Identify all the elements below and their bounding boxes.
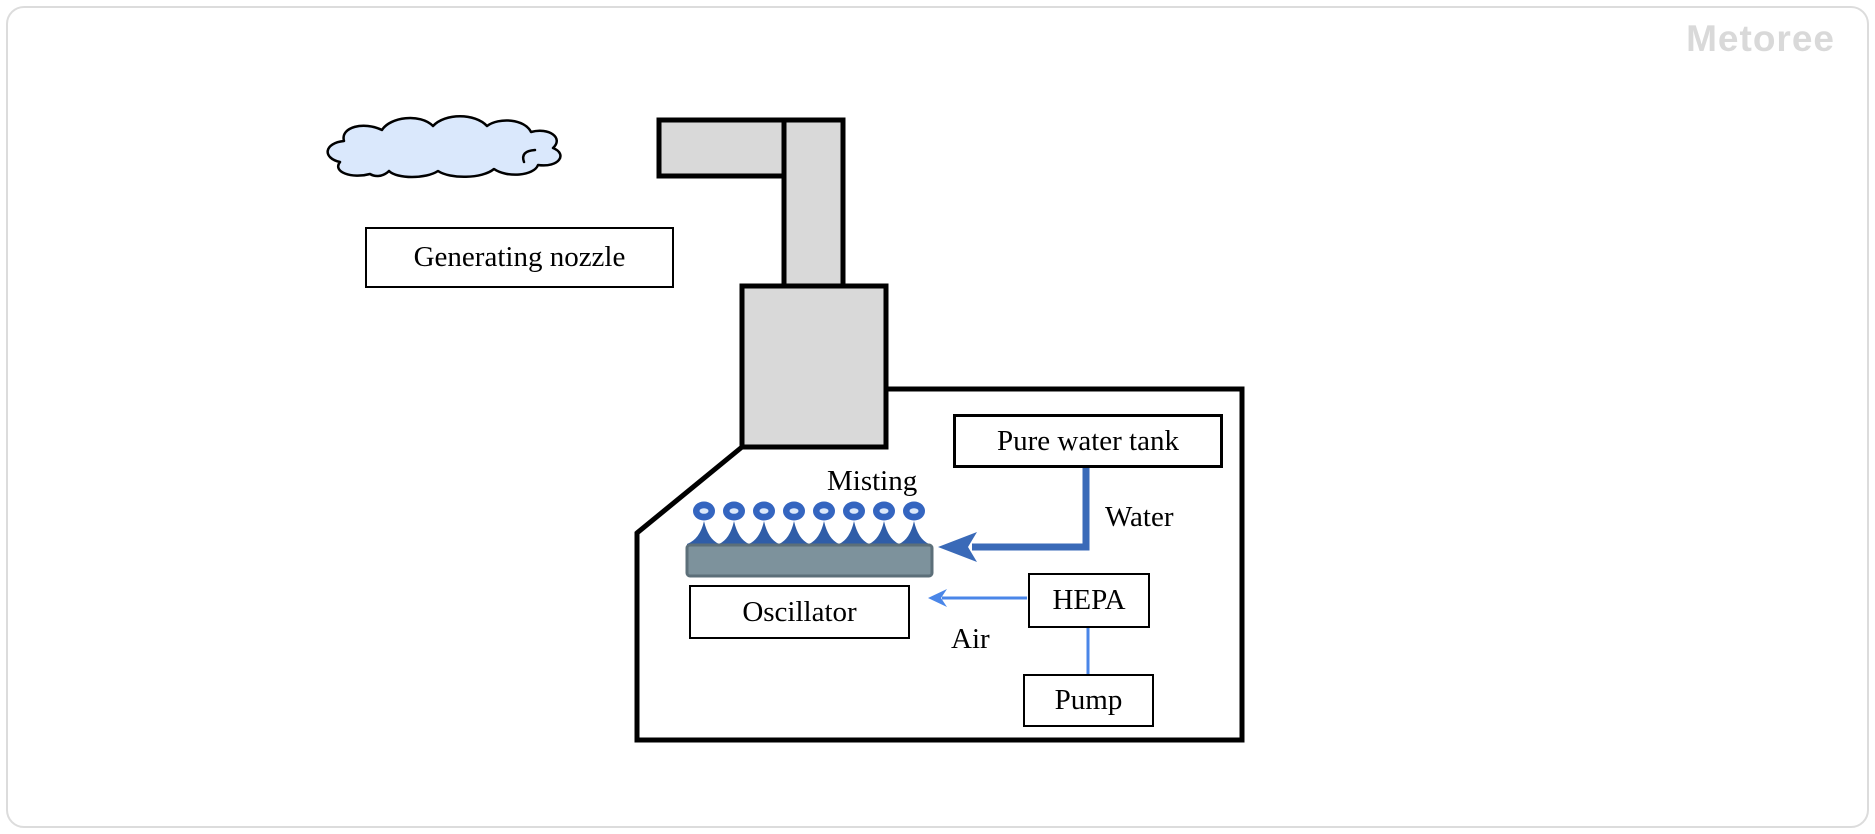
nozzle-structure — [656, 117, 889, 450]
water-arrow — [938, 468, 1090, 562]
pump-box: Pump — [1023, 674, 1154, 727]
misting-label: Misting — [827, 465, 918, 497]
hepa-label: HEPA — [1052, 584, 1126, 616]
mist-droplets — [693, 501, 925, 521]
pure-water-tank-label: Pure water tank — [997, 424, 1179, 457]
pure-water-tank-box: Pure water tank — [953, 414, 1223, 468]
nozzle-chamber — [739, 283, 889, 450]
tank-outline — [634, 386, 1245, 743]
air-label: Air — [951, 623, 990, 655]
oscillator-label: Oscillator — [742, 595, 857, 628]
hepa-box: HEPA — [1028, 573, 1150, 628]
generating-nozzle-box: Generating nozzle — [365, 227, 674, 288]
oscillator-box: Oscillator — [689, 585, 910, 639]
air-arrow — [928, 589, 1027, 607]
nozzle-tube — [781, 117, 846, 289]
metoree-watermark: Metoree — [1686, 18, 1835, 59]
water-label: Water — [1105, 501, 1174, 533]
mist-cloud-shape — [326, 115, 562, 179]
generating-nozzle-label: Generating nozzle — [413, 241, 626, 273]
oscillator-plate — [685, 543, 934, 578]
pump-label: Pump — [1054, 684, 1123, 716]
